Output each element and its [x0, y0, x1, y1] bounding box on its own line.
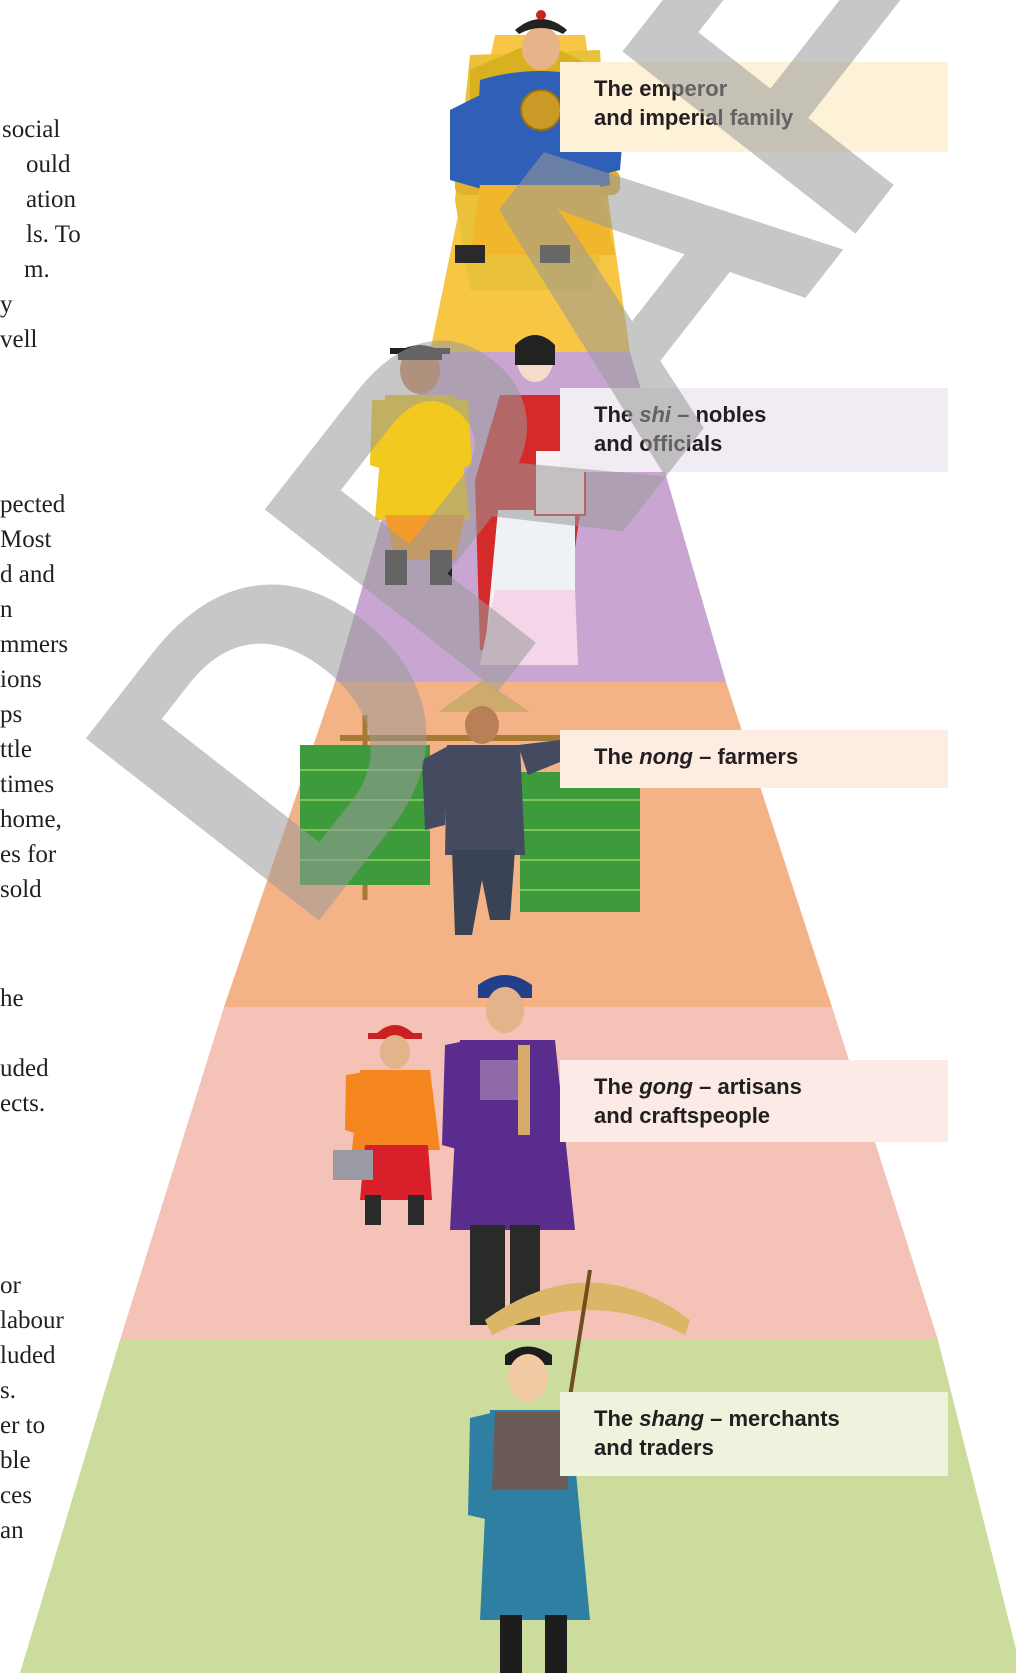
- label-gong-line1: The gong – artisans: [594, 1074, 802, 1099]
- term-nong: nong: [639, 744, 693, 769]
- text-line: uded: [0, 1055, 49, 1082]
- gong-artisan-figure: [442, 975, 575, 1325]
- text-line: home,: [0, 806, 62, 833]
- label-gong: The gong – artisans and craftspeople: [560, 1060, 948, 1142]
- text-line: es for: [0, 841, 57, 868]
- text-line: s.: [0, 1377, 16, 1404]
- text-line: ttle: [0, 736, 32, 763]
- text-line: sold: [0, 876, 42, 903]
- text-line: social: [2, 116, 61, 143]
- text-line: er to: [0, 1412, 46, 1439]
- text-line: m.: [24, 256, 50, 283]
- text-line: times: [0, 771, 55, 798]
- label-nong-line1: The nong – farmers: [594, 744, 799, 769]
- label-shi: The shi – nobles and officials: [560, 388, 948, 472]
- term-shang: shang: [639, 1406, 705, 1431]
- text-line: n: [0, 596, 13, 623]
- text-line: y: [0, 291, 13, 318]
- label-shi-line1: The shi – nobles: [594, 402, 767, 427]
- term-shi: shi: [639, 402, 672, 427]
- text-line: vell: [0, 326, 38, 353]
- label-shang: The shang – merchants and traders: [560, 1392, 948, 1476]
- text-line: ions: [0, 666, 42, 693]
- label-shang-line2: and traders: [594, 1435, 714, 1460]
- text-line: Most: [0, 526, 52, 553]
- label-gong-line2: and craftspeople: [594, 1103, 771, 1128]
- text-line: labour: [0, 1307, 64, 1334]
- text-line: ation: [26, 186, 76, 213]
- term-gong: gong: [639, 1074, 693, 1099]
- text-line: ps: [0, 701, 23, 728]
- text-line: mmers: [0, 631, 69, 658]
- label-emperor: The emperor and imperial family: [560, 62, 948, 152]
- text-line: ces: [0, 1482, 32, 1509]
- text-line: ould: [26, 151, 71, 178]
- label-emperor-line1: The emperor: [594, 76, 728, 101]
- label-nong: The nong – farmers: [560, 730, 948, 788]
- text-line: he: [0, 985, 24, 1012]
- text-line: an: [0, 1517, 24, 1544]
- text-line: luded: [0, 1342, 56, 1369]
- text-line: ls. To: [26, 221, 81, 248]
- nong-farmer-figure: [300, 680, 640, 935]
- label-shi-line2: and officials: [594, 431, 723, 456]
- page-edge: [1016, 0, 1022, 1673]
- text-line: ble: [0, 1447, 31, 1474]
- gong-craftsperson-small-figure: [333, 1025, 440, 1225]
- label-shang-line1: The shang – merchants: [594, 1406, 840, 1431]
- text-line: pected: [0, 491, 66, 518]
- label-emperor-line2: and imperial family: [594, 105, 794, 130]
- text-line: ects.: [0, 1090, 46, 1117]
- text-line: d and: [0, 561, 55, 588]
- shi-official-figure: [370, 345, 472, 585]
- text-line: or: [0, 1272, 21, 1299]
